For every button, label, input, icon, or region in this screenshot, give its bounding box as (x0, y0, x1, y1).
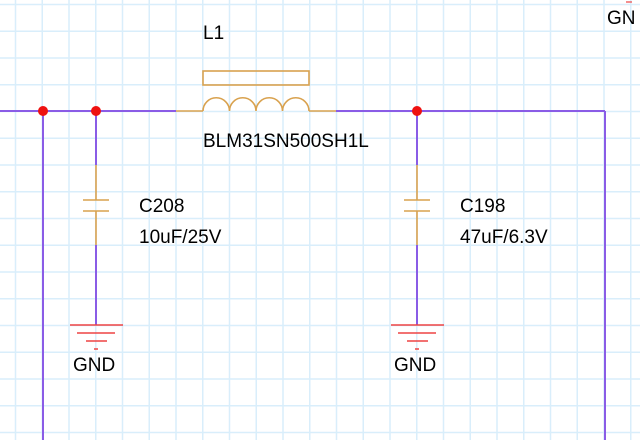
ground-label-1[interactable]: GND (73, 355, 116, 376)
ground-symbol-1[interactable] (70, 324, 123, 350)
capacitor-c198[interactable] (404, 165, 430, 245)
junction-dot[interactable] (412, 106, 422, 116)
capacitor-c198-value-label[interactable]: 47uF/6.3V (460, 227, 548, 248)
capacitor-c208-value-label[interactable]: 10uF/25V (139, 227, 222, 248)
junction-dot[interactable] (91, 106, 101, 116)
ground-symbol-2[interactable] (391, 324, 444, 350)
inductor-l1[interactable] (176, 70, 336, 112)
capacitor-c208[interactable] (83, 165, 109, 245)
wires (0, 110, 606, 440)
inductor-ref-label[interactable]: L1 (203, 23, 225, 44)
junctions (38, 106, 422, 116)
ground-label-offscreen[interactable]: GN (607, 8, 636, 29)
capacitor-c208-ref-label[interactable]: C208 (139, 196, 185, 217)
inductor-body-rect (202, 70, 310, 86)
inductor-coil (202, 96, 310, 112)
junction-dot[interactable] (38, 106, 48, 116)
capacitor-c198-ref-label[interactable]: C198 (460, 196, 506, 217)
ground-label-2[interactable]: GND (394, 355, 437, 376)
inductor-value-label[interactable]: BLM31SN500SH1L (203, 131, 369, 152)
